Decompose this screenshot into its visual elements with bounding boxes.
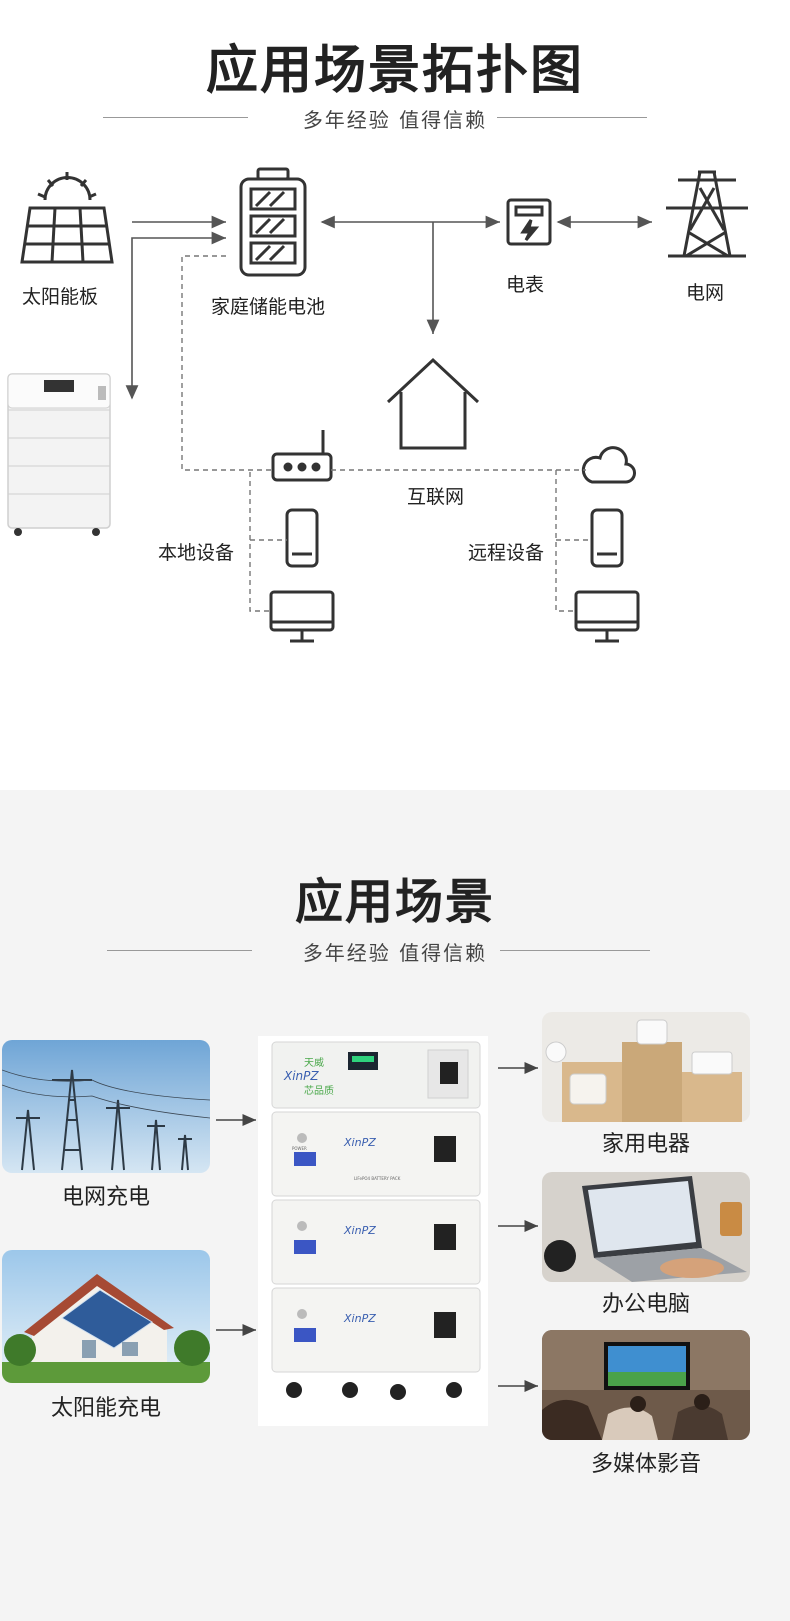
multimedia-caption: 多媒体影音 bbox=[590, 1452, 701, 1477]
house-icon bbox=[386, 357, 480, 450]
home-battery-icon bbox=[239, 167, 307, 277]
solar-panel-icon bbox=[20, 172, 114, 264]
subtitle-rule-right bbox=[497, 117, 647, 118]
scenes-panel: 应用场景 多年经验 值得信赖 电网充电 bbox=[0, 790, 790, 1621]
topology-dashed-links bbox=[181, 255, 592, 612]
grid-charging-caption: 电网充电 bbox=[61, 1185, 150, 1210]
product-image-frame: XinPZ 天威 芯品质 XinPZ XinPZ XinPZ POWER LIF… bbox=[258, 1036, 488, 1426]
home-battery-label: 家庭储能电池 bbox=[211, 296, 326, 318]
solar-panel-label: 太阳能板 bbox=[22, 286, 99, 308]
multimedia-illustration bbox=[542, 1330, 750, 1440]
scenes-title: 应用场景 bbox=[294, 874, 495, 930]
solar-charging-caption: 太阳能充电 bbox=[50, 1396, 161, 1421]
scenes-subtitle: 多年经验 值得信赖 bbox=[302, 941, 488, 965]
topology-subtitle: 多年经验 值得信赖 bbox=[302, 108, 488, 132]
brand-logo-module-1: XinPZ bbox=[343, 1136, 376, 1149]
brand-cn-top: 天威 bbox=[304, 1056, 324, 1069]
local-phone-icon bbox=[285, 508, 319, 568]
office-computer-caption: 办公电脑 bbox=[601, 1292, 690, 1317]
home-appliances-photo bbox=[542, 1012, 750, 1122]
grid-tower-icon bbox=[666, 170, 748, 258]
local-monitor-icon bbox=[269, 590, 335, 643]
battery-module-2 bbox=[271, 1199, 481, 1285]
remote-phone-icon bbox=[590, 508, 624, 568]
internet-label: 互联网 bbox=[407, 486, 465, 508]
remote-devices-label: 远程设备 bbox=[468, 542, 545, 564]
office-computer-photo bbox=[542, 1172, 750, 1282]
brand-logo-top: XinPZ bbox=[283, 1069, 319, 1083]
pack-label-1: LIFePO4 BATTERY PACK bbox=[354, 1176, 401, 1181]
brand-logo-module-3: XinPZ bbox=[343, 1312, 376, 1325]
grid-label: 电网 bbox=[686, 282, 725, 304]
grid-charging-illustration bbox=[2, 1040, 210, 1173]
topology-panel: 应用场景拓扑图 多年经验 值得信赖 bbox=[0, 0, 790, 790]
remote-monitor-icon bbox=[574, 590, 640, 643]
cloud-icon bbox=[581, 446, 636, 484]
scenes-rule-right bbox=[500, 950, 650, 951]
battery-module-3 bbox=[271, 1287, 481, 1373]
solar-charging-illustration bbox=[2, 1250, 210, 1383]
grid-charging-photo bbox=[2, 1040, 210, 1173]
solar-charging-photo bbox=[2, 1250, 210, 1383]
scenes-rule-left bbox=[107, 950, 252, 951]
meter-label: 电表 bbox=[506, 274, 545, 296]
battery-module-1 bbox=[271, 1111, 481, 1197]
topology-diagram bbox=[7, 167, 748, 643]
power-label-1: POWER bbox=[292, 1146, 307, 1151]
brand-logo-module-2: XinPZ bbox=[343, 1224, 376, 1237]
home-appliances-illustration bbox=[542, 1012, 750, 1122]
local-devices-label: 本地设备 bbox=[158, 542, 235, 564]
router-icon bbox=[271, 430, 333, 482]
multimedia-photo bbox=[542, 1330, 750, 1440]
subtitle-rule-left bbox=[103, 117, 248, 118]
topology-connectors bbox=[125, 215, 652, 400]
electric-meter-icon bbox=[506, 198, 552, 246]
office-computer-illustration bbox=[542, 1172, 750, 1282]
topology-title: 应用场景拓扑图 bbox=[205, 41, 584, 101]
battery-cabinet-image bbox=[7, 373, 111, 536]
home-appliances-caption: 家用电器 bbox=[601, 1132, 690, 1157]
brand-cn-bottom: 芯品质 bbox=[304, 1084, 334, 1097]
battery-tower-product: XinPZ 天威 芯品质 XinPZ XinPZ XinPZ POWER LIF… bbox=[271, 1041, 481, 1400]
